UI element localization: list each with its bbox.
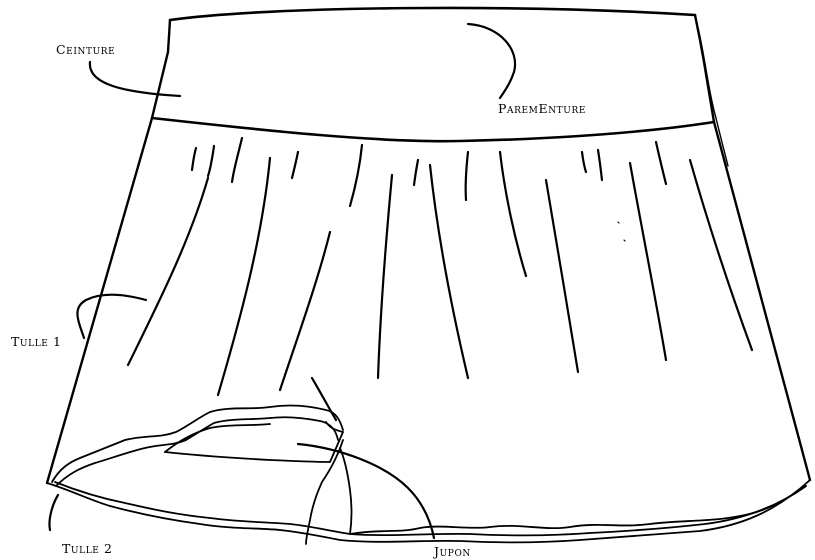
label-parementure: ParemEnture (498, 101, 586, 116)
gather-line (630, 163, 666, 360)
stray-mark (618, 222, 619, 223)
gather-line (466, 152, 468, 200)
waistband-top-edge (170, 8, 695, 20)
tulle-1-body (47, 118, 810, 483)
label-tulle-1: Tulle 1 (11, 334, 62, 349)
gather-line (128, 178, 208, 365)
gather-line (546, 180, 578, 372)
gather-line (430, 165, 468, 378)
gather-line (378, 175, 392, 378)
tulle-1-right-side (714, 122, 810, 480)
stray-mark (624, 240, 625, 241)
gather-line (232, 138, 242, 182)
gather-line (690, 160, 752, 350)
ceinture-leader-line (90, 62, 180, 96)
label-jupon: Jupon (432, 544, 471, 559)
gather-line (414, 160, 418, 185)
jupon-fold (306, 440, 343, 544)
gather-line (350, 145, 362, 206)
gather-line (208, 146, 214, 176)
waistband-bottom-edge (152, 118, 714, 141)
waistband-left-edge (152, 20, 170, 118)
stray-marks (618, 222, 625, 241)
tulle-1-leader-line (77, 295, 146, 338)
tulle-2-leader-line (49, 495, 58, 530)
label-tulle-2: Tulle 2 (62, 541, 113, 556)
waistband-right-edge (695, 15, 714, 122)
gather-line (292, 152, 298, 178)
gather-line (312, 378, 336, 420)
hem-ruffles (47, 406, 810, 544)
jupon-flap-top (165, 424, 270, 452)
hem-wavy-detail (350, 486, 806, 534)
tulle-1-left-side (47, 118, 152, 483)
label-ceinture: Ceinture (56, 42, 115, 57)
jupon-flap (165, 422, 343, 462)
waistband-fold-stroke (698, 28, 728, 166)
gather-line (280, 232, 330, 390)
gather-lines (128, 138, 752, 420)
gather-line (500, 152, 526, 276)
gather-line (598, 150, 602, 180)
parementure-leader-line (468, 24, 515, 98)
gather-line (656, 142, 666, 184)
gather-line (582, 152, 586, 172)
gather-line (192, 148, 196, 170)
waistband (152, 8, 728, 166)
gather-line (218, 158, 270, 395)
jupon-fold-edge (340, 448, 352, 534)
